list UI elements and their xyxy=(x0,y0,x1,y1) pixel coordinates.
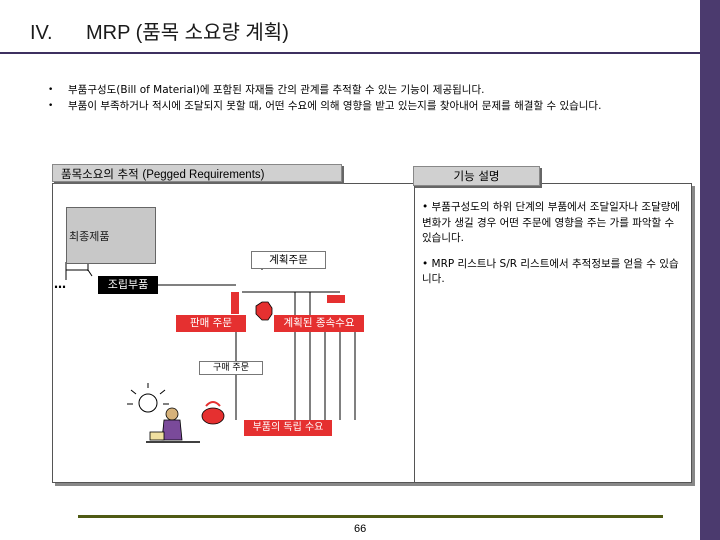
final-product-box xyxy=(66,207,156,264)
pegged-requirements-header: 품목소요의 추적 (Pegged Requirements) xyxy=(52,164,342,182)
bullet-item: 부품이 부족하거나 적시에 조달되지 못할 때, 어떤 수요에 의해 영향을 받… xyxy=(48,98,660,114)
page-title: IV. MRP (품목 소요량 계획) xyxy=(30,16,289,45)
planned-order-box: 계획주문 xyxy=(251,251,326,269)
header-kr: 품목소요의 추적 xyxy=(61,167,139,181)
bullet-item: 부품구성도(Bill of Material)에 포함된 자재들 간의 관계를 … xyxy=(48,82,660,98)
lightbulb-icon xyxy=(138,393,158,413)
dependent-bar xyxy=(327,295,345,303)
description-panel xyxy=(414,183,692,483)
header-en: (Pegged Requirements) xyxy=(142,169,265,181)
alert-rays-icon xyxy=(127,383,169,405)
purchase-order-box: 구매 주문 xyxy=(199,361,263,375)
function-description-header: 기능 설명 xyxy=(413,166,540,186)
assembly-part-box: 조립부품 xyxy=(98,276,158,294)
bullet-list: 부품구성도(Bill of Material)에 포함된 자재들 간의 관계를 … xyxy=(48,82,660,114)
sales-order-bar xyxy=(231,292,239,314)
ellipsis-label: … xyxy=(54,277,66,291)
right-sidebar xyxy=(700,0,720,540)
title-text: MRP (품목 소요량 계획) xyxy=(86,22,289,44)
footer-divider xyxy=(78,515,663,518)
connector-line xyxy=(87,269,93,277)
final-product-label: 최종제품 xyxy=(69,230,110,243)
top-bar xyxy=(0,0,720,8)
phone-icon xyxy=(201,407,225,425)
title-divider xyxy=(0,52,700,54)
section-number: IV. xyxy=(30,22,53,44)
independent-req-box: 부품의 독립 수요 xyxy=(244,420,332,436)
paper-icon xyxy=(149,431,165,441)
planned-dependent-req-box: 계획된 종속수요 xyxy=(274,315,364,332)
description-item: • MRP 리스트나 S/R 리스트에서 추적정보를 얻을 수 있습니다. xyxy=(422,257,679,286)
description-text: • 부품구성도의 하위 단계의 부품에서 조달일자나 조달량에 변화가 생길 경… xyxy=(422,200,684,298)
person-head-icon xyxy=(165,407,179,421)
description-item: • 부품구성도의 하위 단계의 부품에서 조달일자나 조달량에 변화가 생길 경… xyxy=(422,201,681,244)
page-number: 66 xyxy=(354,523,367,535)
stop-icon xyxy=(255,301,273,321)
phone-handset-icon xyxy=(205,401,221,407)
sales-order-box: 판매 주문 xyxy=(176,315,246,332)
person-body-icon xyxy=(161,419,183,441)
